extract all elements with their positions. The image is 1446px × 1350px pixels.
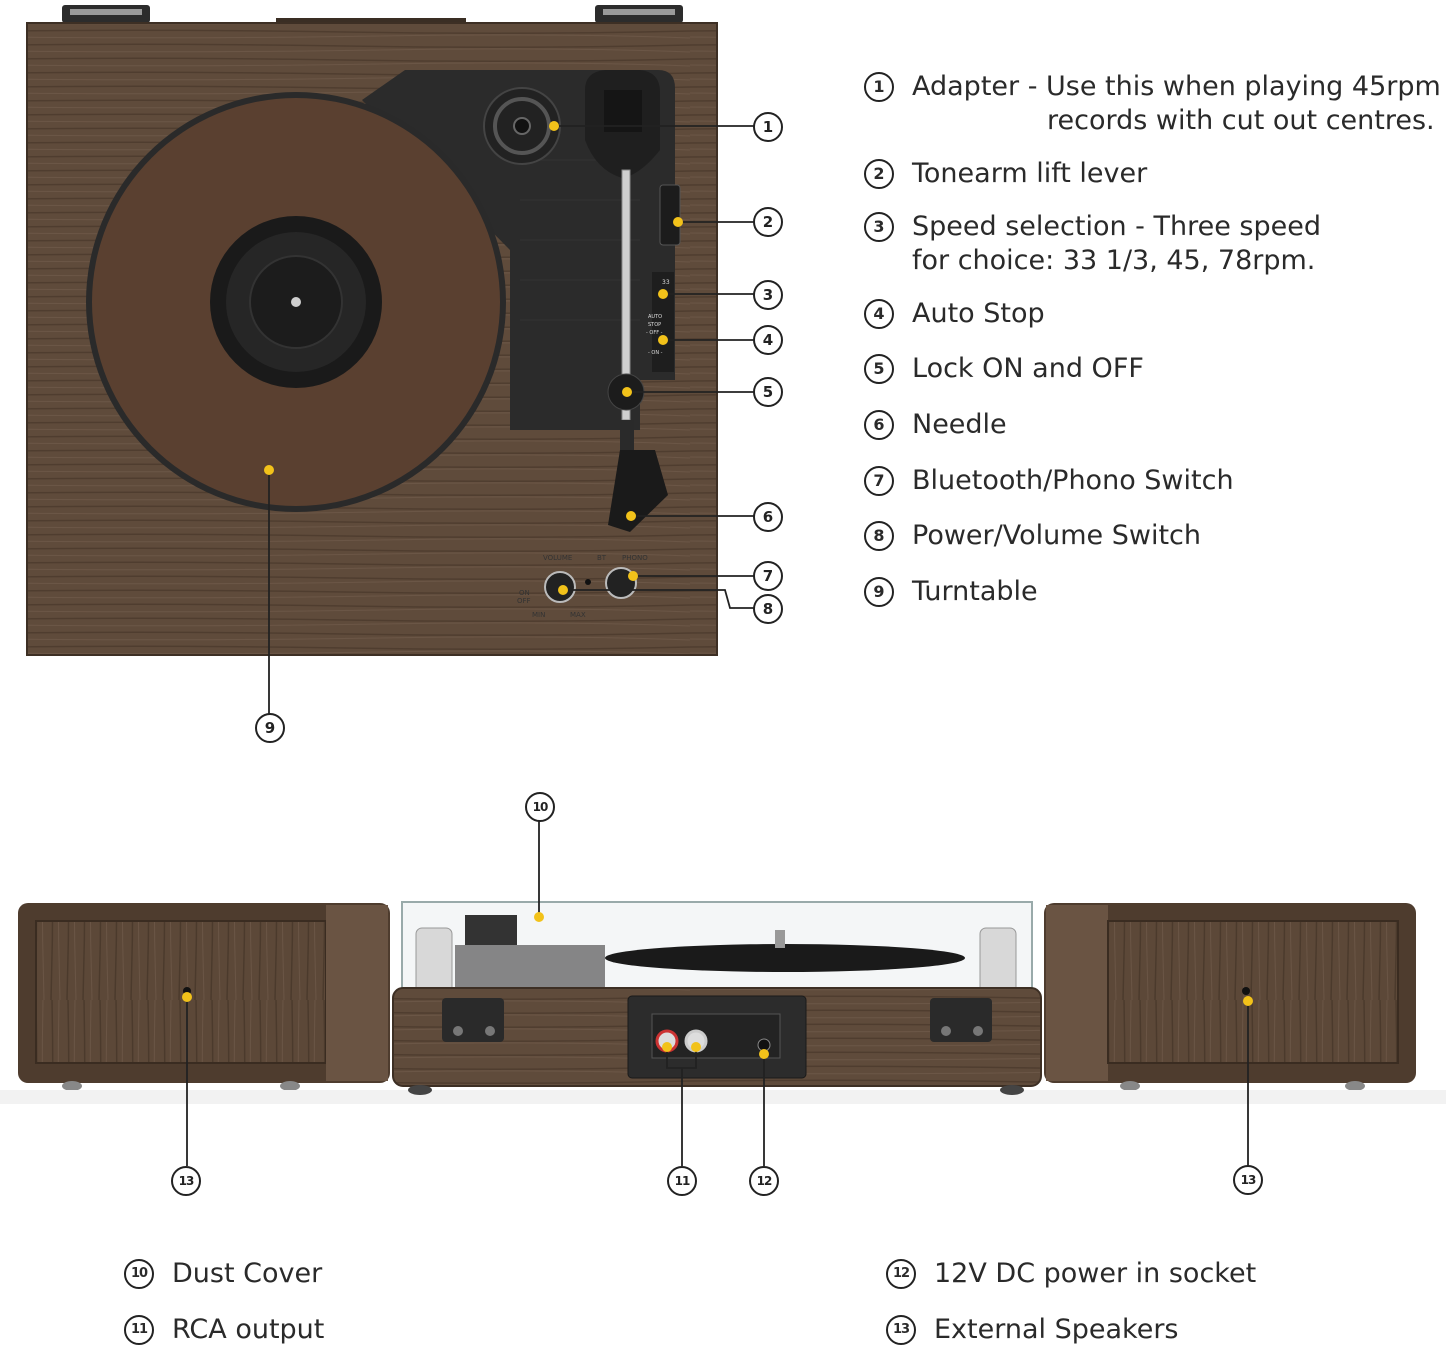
legend-label: Lock ON and OFF (912, 353, 1144, 384)
legend-number: 10 (124, 1259, 154, 1289)
legend-item-7: 7 Bluetooth/Phono Switch (864, 464, 1234, 498)
callout-9: 9 (255, 713, 285, 743)
legend-number: 9 (864, 577, 894, 607)
on-label: ON (519, 589, 530, 597)
legend-number: 4 (864, 299, 894, 329)
legend-label: Needle (912, 409, 1007, 440)
speaker-left (18, 903, 390, 1091)
legend-label: Auto Stop (912, 298, 1045, 329)
legend-item-5: 5 Lock ON and OFF (864, 352, 1144, 386)
legend-label: RCA output (172, 1314, 325, 1345)
lift-lever (659, 184, 681, 246)
legend-label: Dust Cover (172, 1258, 323, 1289)
speed-switch-panel (652, 272, 674, 372)
off-label: OFF (517, 597, 531, 605)
legend-item-11: 11 RCA output (124, 1313, 324, 1347)
legend-item-13: 13 External Speakers (886, 1313, 1179, 1347)
legend-label-cont: for choice: 33 1/3, 45, 78rpm. (912, 245, 1316, 276)
turntable-front-view (0, 820, 1446, 1166)
callout-5: 5 (753, 377, 783, 407)
bt-label: BT (597, 554, 607, 562)
markers-top (264, 121, 683, 595)
legend-label: Power/Volume Switch (912, 520, 1201, 551)
legend-item-2: 2 Tonearm lift lever (864, 157, 1147, 191)
auto-label: AUTO (648, 314, 662, 320)
legend-label: Tonearm lift lever (912, 158, 1148, 189)
legend-label: Adapter - Use this when playing 45rpm (912, 71, 1441, 102)
callout-13-left: 13 (171, 1166, 201, 1196)
legend-number: 2 (864, 159, 894, 189)
callout-2: 2 (753, 207, 783, 237)
legend-number: 8 (864, 521, 894, 551)
callout-6: 6 (753, 502, 783, 532)
min-label: MIN (532, 611, 545, 619)
speed-label: 33 (662, 279, 670, 286)
legend-number: 3 (864, 212, 894, 242)
legend-item-10: 10 Dust Cover (124, 1257, 322, 1291)
legend-number: 11 (124, 1315, 154, 1345)
volume-label: VOLUME (543, 554, 572, 562)
legend-number: 7 (864, 466, 894, 496)
legend-item-4: 4 Auto Stop (864, 297, 1045, 331)
legend-number: 5 (864, 354, 894, 384)
legend-number: 12 (886, 1259, 916, 1289)
legend-label: 12V DC power in socket (934, 1258, 1257, 1289)
turntable-top-view: 33 AUTO STOP - OFF - - ON - VOLUME BT PH… (26, 5, 755, 714)
legend-item-12: 12 12V DC power in socket (886, 1257, 1256, 1291)
legend-number: 13 (886, 1315, 916, 1345)
max-label: MAX (570, 611, 586, 619)
spindle (291, 297, 301, 307)
legend-label: Turntable (912, 576, 1038, 607)
legend-label-cont: records with cut out centres. (1047, 105, 1435, 136)
callout-1: 1 (753, 112, 783, 142)
callout-7: 7 (753, 561, 783, 591)
leader-lines-bottom (186, 820, 1249, 1166)
leader-lines-top (268, 125, 755, 714)
callout-12: 12 (749, 1166, 779, 1196)
cartridge (608, 450, 668, 532)
front-platter (605, 944, 965, 972)
callout-8: 8 (753, 594, 783, 624)
legend-label: External Speakers (934, 1314, 1179, 1345)
callout-13-right: 13 (1233, 1165, 1263, 1195)
off-label-small: - OFF - (646, 330, 663, 336)
on-label-small: - ON - (648, 350, 663, 356)
callout-10: 10 (525, 792, 555, 822)
stop-label: STOP (648, 322, 661, 328)
phono-label: PHONO (622, 554, 648, 562)
legend-label: Bluetooth/Phono Switch (912, 465, 1234, 496)
legend-label: Speed selection - Three speed (912, 211, 1321, 242)
legend-item-6: 6 Needle (864, 408, 1007, 442)
legend-item-9: 9 Turntable (864, 575, 1038, 609)
callout-4: 4 (753, 325, 783, 355)
legend-number: 1 (864, 72, 894, 102)
legend-item-8: 8 Power/Volume Switch (864, 519, 1201, 553)
callout-11: 11 (667, 1166, 697, 1196)
speaker-right (1044, 903, 1416, 1091)
legend-number: 6 (864, 410, 894, 440)
callout-3: 3 (753, 280, 783, 310)
markers-bottom (182, 912, 1253, 1059)
